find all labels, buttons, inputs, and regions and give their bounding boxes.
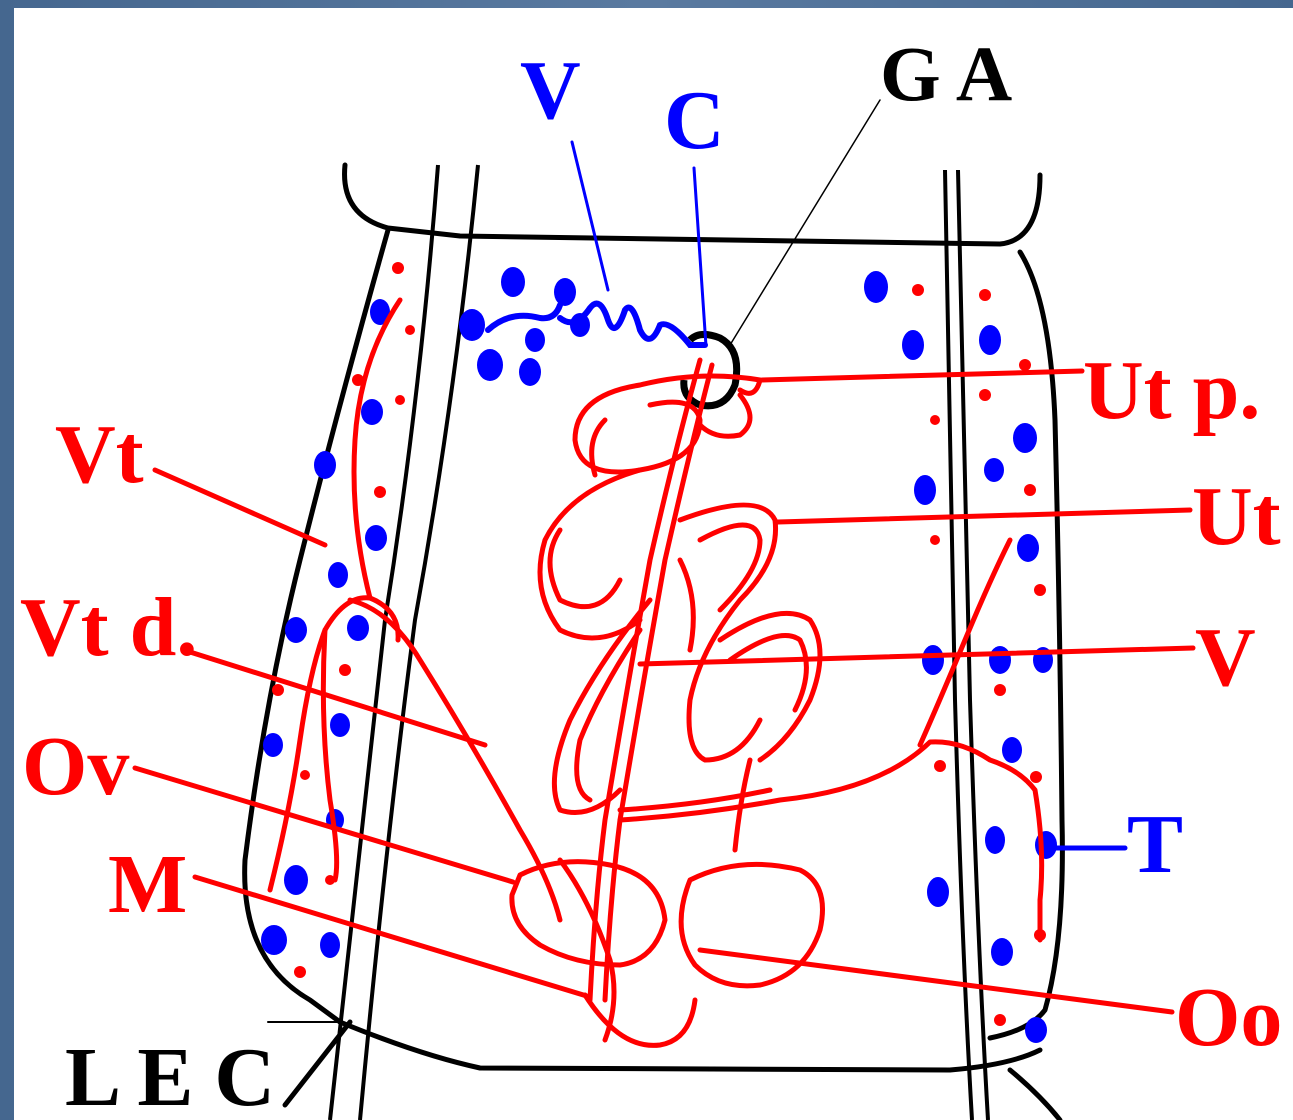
label-ut: Ut [1192,470,1281,563]
label-utp: Ut p. [1083,344,1260,437]
label-v-right: V [1195,611,1256,704]
label-ga: G A [880,30,1012,117]
labels: G A V C Ut p. Ut V T Oo Vt Vt d. Ov M L … [20,30,1282,1120]
vas-deferens [488,304,705,345]
label-v-top: V [520,44,581,137]
label-vtd: Vt d. [20,581,197,674]
label-t: T [1127,798,1183,891]
label-vt: Vt [55,408,144,501]
label-lec: L E C [65,1031,275,1120]
label-m: M [108,838,187,931]
segment-outline [245,165,1063,1120]
label-oo: Oo [1175,971,1282,1064]
label-ov: Ov [22,720,129,813]
label-c: C [664,74,725,167]
